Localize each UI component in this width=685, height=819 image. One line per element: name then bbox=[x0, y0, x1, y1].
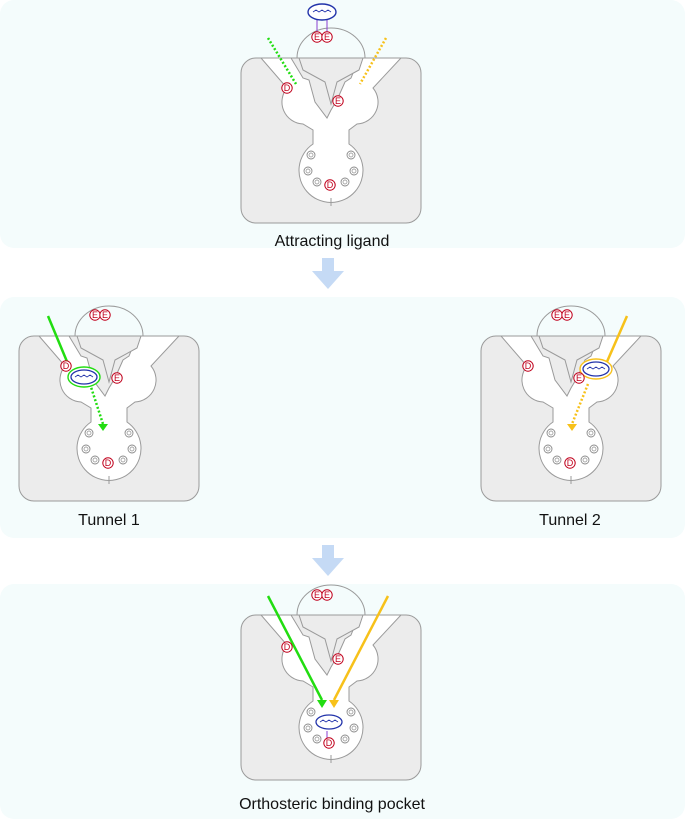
tunnel1-path bbox=[46, 315, 108, 431]
arrow-down-1 bbox=[312, 258, 344, 289]
receptor-attracting bbox=[240, 27, 422, 224]
ligand-tunnel2 bbox=[579, 358, 613, 380]
caption-tunnel-2: Tunnel 2 bbox=[539, 512, 601, 529]
residue-glu: E bbox=[89, 309, 101, 321]
tunnel1-full-path bbox=[266, 595, 327, 708]
residue-glu: E bbox=[111, 372, 123, 384]
tunnel2-dotted-path bbox=[358, 37, 388, 85]
residue-asp: D bbox=[281, 82, 293, 94]
residue-label: E bbox=[324, 32, 330, 42]
residue-label: E bbox=[335, 654, 341, 664]
residue-label: E bbox=[314, 32, 320, 42]
residue-label: E bbox=[564, 310, 570, 320]
residue-glu: E bbox=[311, 589, 323, 601]
residue-label: E bbox=[92, 310, 98, 320]
residue-label: D bbox=[284, 642, 291, 652]
caption-attracting-ligand: Attracting ligand bbox=[274, 233, 390, 250]
residue-label: D bbox=[567, 458, 574, 468]
residue-label: D bbox=[327, 180, 334, 190]
residue-label: D bbox=[525, 361, 532, 371]
residue-asp: D bbox=[323, 737, 335, 749]
residue-glu: E bbox=[561, 309, 573, 321]
ligand-attracting bbox=[307, 3, 337, 33]
tunnel2-path bbox=[567, 315, 629, 431]
receptor-orthosteric bbox=[240, 584, 422, 781]
residue-label: E bbox=[554, 310, 560, 320]
residue-asp: D bbox=[60, 360, 72, 372]
residue-glu: E bbox=[551, 309, 563, 321]
residue-label: E bbox=[576, 373, 582, 383]
caption-orthosteric-binding-pocket: Orthosteric binding pocket bbox=[239, 796, 425, 813]
residue-glu: E bbox=[332, 653, 344, 665]
residue-glu: E bbox=[321, 589, 333, 601]
receptor-tunnel2 bbox=[480, 305, 662, 502]
receptor-tunnel1 bbox=[18, 305, 200, 502]
ligand-orthosteric bbox=[315, 714, 343, 741]
residue-label: E bbox=[114, 373, 120, 383]
residue-glu: E bbox=[99, 309, 111, 321]
residue-label: E bbox=[314, 590, 320, 600]
residue-label: D bbox=[284, 83, 291, 93]
residue-label: E bbox=[324, 590, 330, 600]
residue-glu: E bbox=[573, 372, 585, 384]
ligand-tunnel1 bbox=[67, 366, 101, 388]
arrow-down-2 bbox=[312, 545, 344, 576]
tunnel1-dotted-path bbox=[266, 37, 298, 85]
tunnel2-full-path bbox=[329, 595, 390, 708]
residue-label: E bbox=[335, 96, 341, 106]
residue-asp: D bbox=[102, 457, 114, 469]
residue-asp: D bbox=[564, 457, 576, 469]
residue-label: E bbox=[102, 310, 108, 320]
residue-glu: E bbox=[321, 31, 333, 43]
residue-label: D bbox=[105, 458, 112, 468]
residue-asp: D bbox=[281, 641, 293, 653]
residue-label: D bbox=[326, 738, 333, 748]
residue-label: D bbox=[63, 361, 70, 371]
residue-asp: D bbox=[522, 360, 534, 372]
residue-glu: E bbox=[332, 95, 344, 107]
residue-glu: E bbox=[311, 31, 323, 43]
residue-asp: D bbox=[324, 179, 336, 191]
caption-tunnel-1: Tunnel 1 bbox=[78, 512, 140, 529]
